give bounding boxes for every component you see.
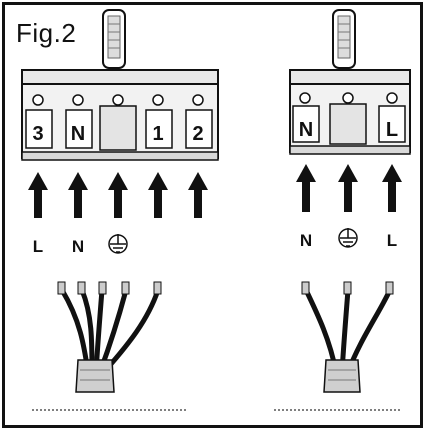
right-arrows <box>296 164 402 212</box>
left-cable <box>57 281 162 393</box>
left-slot-4 <box>145 94 173 149</box>
left-terminal-label-1: 3 <box>32 123 43 145</box>
earth-icon <box>338 228 358 248</box>
left-arrows <box>28 172 208 218</box>
right-slot-2 <box>329 92 367 145</box>
left-arrow-4 <box>148 172 168 218</box>
left-terminal-block: 3 N 1 2 <box>21 9 219 411</box>
left-slot-3 <box>99 94 137 151</box>
left-terminal-label-5: 2 <box>192 123 203 145</box>
left-wire-label-N: N <box>72 237 84 256</box>
earth-icon <box>108 234 128 254</box>
right-terminal-block: N L N L <box>274 9 411 411</box>
left-arrow-2 <box>68 172 88 218</box>
left-terminal-label-4: 1 <box>152 123 163 145</box>
right-arrow-3 <box>382 164 402 212</box>
left-slot-5 <box>185 94 213 149</box>
right-slot-1 <box>292 92 320 143</box>
left-terminal-label-2: N <box>71 123 85 145</box>
left-slot-2 <box>65 94 93 149</box>
left-cable-clamp <box>102 9 126 69</box>
right-cable-clamp <box>332 9 356 69</box>
right-wire-label-L: L <box>387 231 397 250</box>
left-arrow-5 <box>188 172 208 218</box>
left-wire-label-L: L <box>33 237 43 256</box>
right-arrow-2 <box>338 164 358 212</box>
right-cable <box>301 281 394 393</box>
right-terminal-label-1: N <box>299 119 313 141</box>
right-slot-3 <box>378 92 406 143</box>
left-arrow-3 <box>108 172 128 218</box>
left-slot-1 <box>25 94 53 149</box>
left-arrow-1 <box>28 172 48 218</box>
right-arrow-1 <box>296 164 316 212</box>
right-terminal-label-3: L <box>386 119 398 141</box>
right-wire-label-N: N <box>300 231 312 250</box>
figure-label: Fig.2 <box>16 18 77 48</box>
